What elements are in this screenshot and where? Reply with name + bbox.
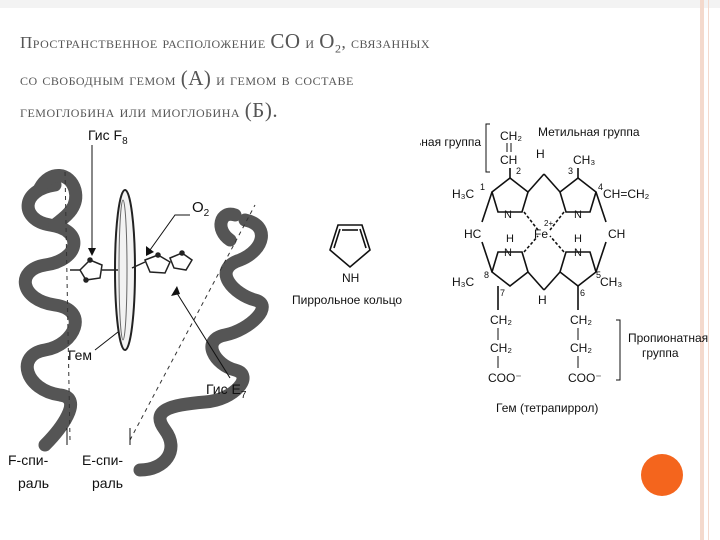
e-helix-label-1: E-спи- (82, 452, 123, 468)
position-8: 8 (484, 270, 489, 280)
propionate-left-ch2-2: CH₂ (490, 341, 512, 355)
title-text: со свободным гемом (20, 70, 181, 90)
top-frame-bar (0, 0, 720, 8)
gis-f8-label: Гис F8 (88, 127, 128, 147)
e-helix-top (214, 207, 242, 247)
propionate-label-2: группа (642, 346, 679, 360)
title-line-1: Пространственное расположение СО и О2, с… (20, 26, 660, 63)
pyrrole-nh: NH (342, 271, 359, 285)
title-o2: О (319, 29, 335, 53)
o2-label: О2 (192, 199, 210, 219)
position-4: 4 (598, 182, 603, 192)
position-3: 3 (568, 166, 573, 176)
methyl-right-bottom: CH₃ (600, 275, 622, 289)
methyl-left-bottom: H₃C (452, 275, 475, 289)
nh-h-left: H (506, 233, 514, 245)
title-text: и гемом в составе (211, 70, 354, 90)
nh-h-right: H (574, 233, 582, 245)
o2-leader (149, 214, 190, 251)
gis-e7-leader (174, 289, 231, 379)
title-text: и (300, 33, 320, 52)
vinyl-bracket (485, 123, 490, 173)
pyrrole-ring (329, 224, 371, 269)
f-helix-label-2: раль (18, 475, 49, 491)
gis-e7-label: Гис E7 (206, 381, 247, 401)
meso-hc-left: HC (464, 227, 482, 241)
propionate-bracket (616, 319, 621, 381)
title-line-3: гемоглобина или миоглобина (Б). (20, 95, 660, 127)
gem-leader (94, 331, 119, 351)
f-helix-label-1: F-спи- (8, 452, 49, 468)
title-label-b: (Б). (244, 98, 279, 123)
title-line-2: со свободным гемом (А) и гемом в составе (20, 63, 660, 95)
propionate-left-ch2-1: CH₂ (490, 313, 512, 327)
methyl-left-top: H₃C (452, 187, 475, 201)
accent-circle (641, 454, 683, 496)
o2-arrow (146, 246, 154, 256)
propionate-label-1: Пропионатная (628, 331, 708, 345)
vinyl-right: CH=CH₂ (603, 187, 650, 201)
vinyl-label: Винильная группа (420, 135, 481, 149)
iron-charge: 2+ (544, 219, 553, 228)
title-text: гемоглобина или миоглобина (20, 102, 245, 122)
position-2: 2 (516, 166, 521, 176)
position-7: 7 (500, 288, 505, 298)
position-6: 6 (580, 288, 585, 298)
nitrogen-1: N (504, 209, 512, 221)
heme-caption: Гем (тетрапиррол) (496, 401, 598, 415)
heme-pocket-diagram: Гис F8 О2 Гем Гис E7 F-спи- раль E-спи- … (8, 127, 269, 491)
propionate-left-coo: COO⁻ (488, 371, 522, 385)
propionate-right-coo: COO⁻ (568, 371, 602, 385)
gis-e7-arrow (171, 286, 180, 296)
his-f8-ring (70, 257, 118, 283)
vinyl-ch2: CH₂ (500, 129, 522, 143)
gis-f8-arrow (88, 248, 96, 256)
gem-label: Гем (68, 347, 92, 363)
iron-label: Fe (534, 227, 548, 241)
nitrogen-2: N (574, 209, 582, 221)
title-text: , связанных (341, 33, 430, 52)
methyl-ch3-top: CH₃ (573, 153, 595, 167)
position-5: 5 (596, 270, 601, 280)
title-o2-sub: 2 (334, 41, 342, 56)
title-text: Пространственное расположение (20, 33, 271, 52)
methyl-label: Метильная группа (538, 125, 640, 139)
f-helix-top (33, 169, 83, 232)
meso-h-bottom: H (538, 293, 547, 307)
e-helix-label-2: раль (92, 475, 123, 491)
meso-ch-right: CH (608, 227, 625, 241)
slide-title: Пространственное расположение СО и О2, с… (20, 26, 660, 127)
porphyrin-rings (481, 168, 607, 310)
pyrrole-label: Пиррольное кольцо (292, 293, 402, 307)
propionate-right-ch2-2: CH₂ (570, 341, 592, 355)
title-co: СО (270, 29, 301, 53)
propionate-right-ch2-1: CH₂ (570, 313, 592, 327)
heme-structure-diagram: Винильная группа Метильная группа Пропио… (420, 123, 708, 415)
heme-disc-inner (118, 199, 128, 341)
nitrogen-4: N (574, 247, 582, 259)
decorative-rule-thin (708, 0, 709, 540)
vinyl-ch: CH (500, 153, 517, 167)
nitrogen-3: N (504, 247, 512, 259)
o2-ligand (131, 250, 194, 274)
position-1: 1 (480, 182, 485, 192)
title-label-a: (А) (180, 66, 212, 91)
pyrrole-ring-diagram: NH Пиррольное кольцо (292, 224, 402, 307)
meso-h-top: H (536, 147, 545, 161)
f-axis (64, 169, 71, 441)
decorative-rule (700, 0, 704, 540)
